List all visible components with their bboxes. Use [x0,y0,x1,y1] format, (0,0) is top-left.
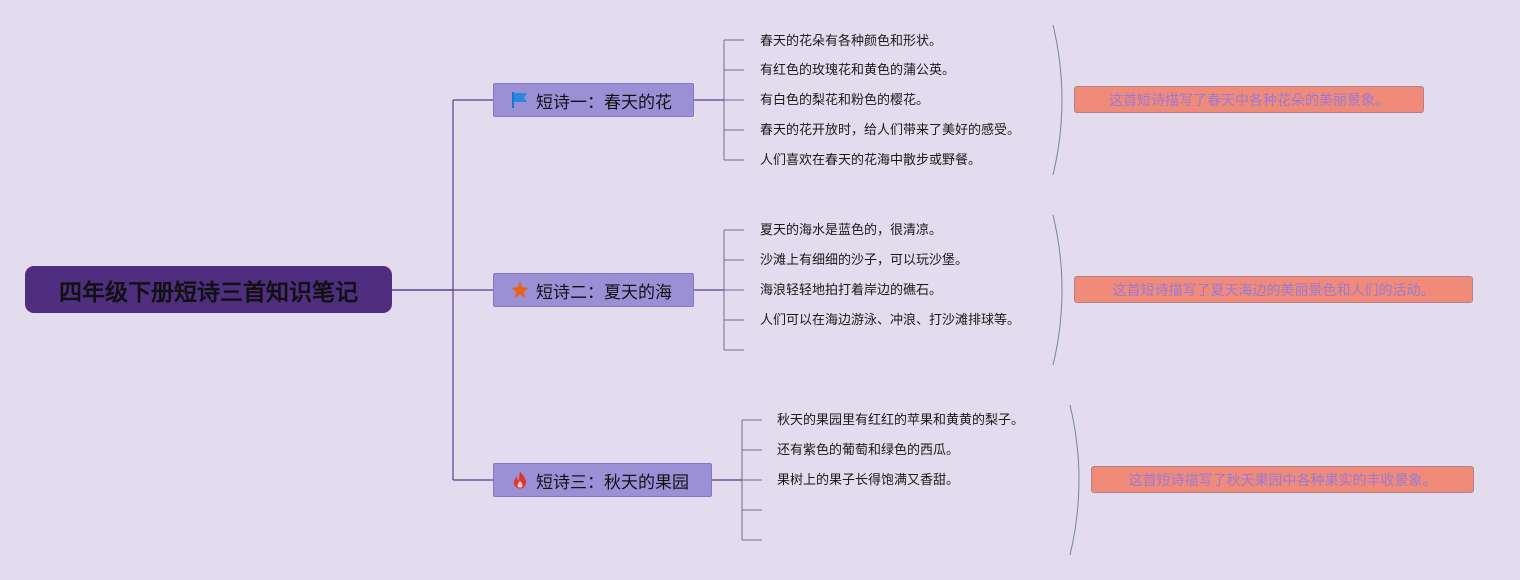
summary-brace-3 [1069,404,1080,556]
summary-3[interactable]: 这首短诗描写了秋天果园中各种果实的丰收景象。 [1091,466,1474,493]
root-topic[interactable]: 四年级下册短诗三首知识笔记 [25,266,392,313]
summary-2[interactable]: 这首短诗描写了夏天海边的美丽景色和人们的活动。 [1074,276,1473,303]
blue-flag-icon [510,90,530,110]
branch-topic-1[interactable]: 短诗一：春天的花 [493,83,694,117]
leaf-3-1[interactable]: 秋天的果园里有红红的苹果和黄黄的梨子。 [777,413,1025,428]
branch-label-2: 短诗二：夏天的海 [536,282,672,303]
branch-topic-2[interactable]: 短诗二：夏天的海 [493,273,694,307]
leaf-3-2[interactable]: 还有紫色的葡萄和绿色的西瓜。 [777,443,960,458]
leaf-1-5[interactable]: 人们喜欢在春天的花海中散步或野餐。 [760,153,982,168]
leaf-2-2[interactable]: 沙滩上有细细的沙子，可以玩沙堡。 [760,253,969,268]
leaf-3-3[interactable]: 果树上的果子长得饱满又香甜。 [777,473,960,488]
branch-label-1: 短诗一：春天的花 [536,92,672,113]
summary-1[interactable]: 这首短诗描写了春天中各种花朵的美丽景象。 [1074,86,1424,113]
leaf-2-1[interactable]: 夏天的海水是蓝色的，很清凉。 [760,223,943,238]
leaf-2-3[interactable]: 海浪轻轻地拍打着岸边的礁石。 [760,283,943,298]
leaf-1-3[interactable]: 有白色的梨花和粉色的樱花。 [760,93,930,108]
leaf-1-1[interactable]: 春天的花朵有各种颜色和形状。 [760,34,943,49]
red-flame-icon [510,470,530,490]
orange-star-icon [510,280,530,300]
leaf-1-2[interactable]: 有红色的玫瑰花和黄色的蒲公英。 [760,63,956,78]
summary-brace-1 [1052,24,1063,176]
leaf-2-4[interactable]: 人们可以在海边游泳、冲浪、打沙滩排球等。 [760,313,1021,328]
branch-topic-3[interactable]: 短诗三：秋天的果园 [493,463,712,497]
branch-label-3: 短诗三：秋天的果园 [536,472,689,493]
summary-brace-2 [1052,214,1063,366]
leaf-1-4[interactable]: 春天的花开放时，给人们带来了美好的感受。 [760,123,1021,138]
